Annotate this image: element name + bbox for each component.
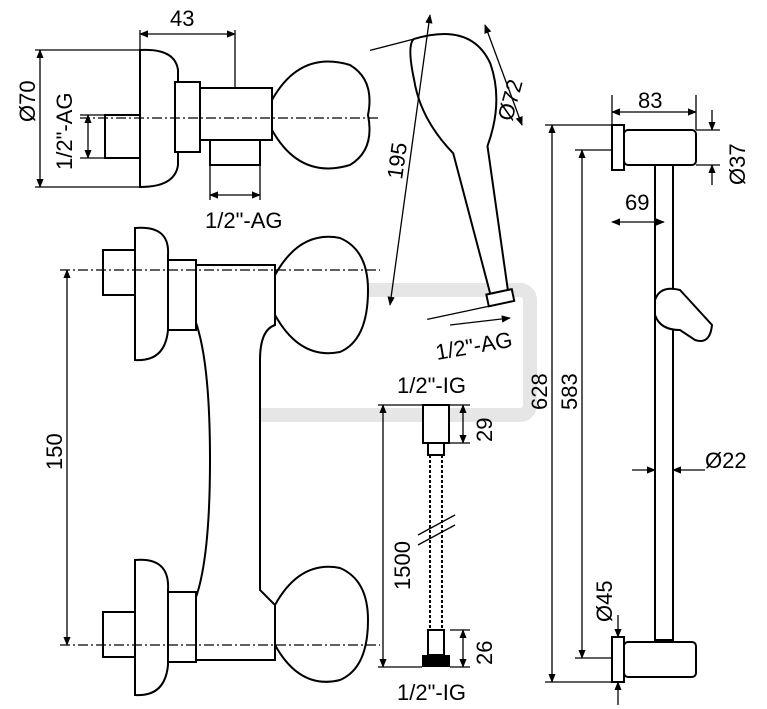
dim-1500: 1500	[378, 404, 423, 668]
dim-fixing-distance-label: 583	[557, 373, 582, 410]
mixer-top-view	[80, 48, 380, 189]
dim-37: Ø37	[696, 110, 750, 185]
dim-29: 29	[449, 404, 497, 444]
dim-bracket-depth-label: 83	[638, 88, 662, 113]
dim-center-distance-label: 150	[42, 433, 67, 470]
dim-head-dia-label: Ø72	[493, 77, 528, 124]
hose-top-thread-label: 1/2"-IG	[397, 373, 466, 398]
dim-hose-length-label: 1500	[390, 541, 415, 590]
dim-top-nut-label: 29	[472, 418, 497, 442]
dim-22: Ø22	[632, 448, 747, 474]
dim-rail-offset-label: 69	[625, 190, 649, 215]
dim-69: 69	[611, 190, 665, 226]
dim-outlet-thread-label: 1/2"-AG	[205, 208, 283, 233]
shower-hose	[417, 404, 456, 667]
dim-rail-dia-label: Ø22	[705, 448, 747, 473]
dim-shower-length-label: 195	[382, 141, 412, 181]
dim-26: 26	[450, 629, 497, 668]
dim-total-height-label: 628	[527, 373, 552, 410]
dim-rosette-label: Ø70	[15, 80, 40, 122]
dim-583: 583	[557, 149, 612, 659]
mixer-front-view	[60, 226, 380, 697]
dim-628: 628	[527, 124, 612, 683]
hose-bottom-thread-label: 1/2"-IG	[397, 680, 466, 705]
dim-150: 150	[42, 269, 71, 646]
dim-rosette-dia-label: Ø45	[592, 580, 617, 622]
dim-shower-thread-label: 1/2"-AG	[434, 327, 515, 365]
dim-inlet-thread-label: 1/2"-AG	[52, 92, 77, 170]
dim-43: 43	[139, 6, 236, 88]
dim-45: Ø45	[592, 580, 622, 705]
dim-bracket-dia-label: Ø37	[725, 143, 750, 185]
dim-width-label: 43	[170, 6, 194, 31]
dim-bottom-nut-label: 26	[472, 641, 497, 665]
dim-outlet-thread: 1/2"-AG	[205, 165, 283, 233]
dim-rosette: Ø70 1/2"-AG	[15, 49, 140, 188]
dim-shower-thread: 1/2"-AG	[434, 315, 515, 365]
dim-83: 83	[611, 88, 697, 130]
slide-rail	[611, 124, 714, 683]
dim-195: 195	[382, 14, 433, 306]
